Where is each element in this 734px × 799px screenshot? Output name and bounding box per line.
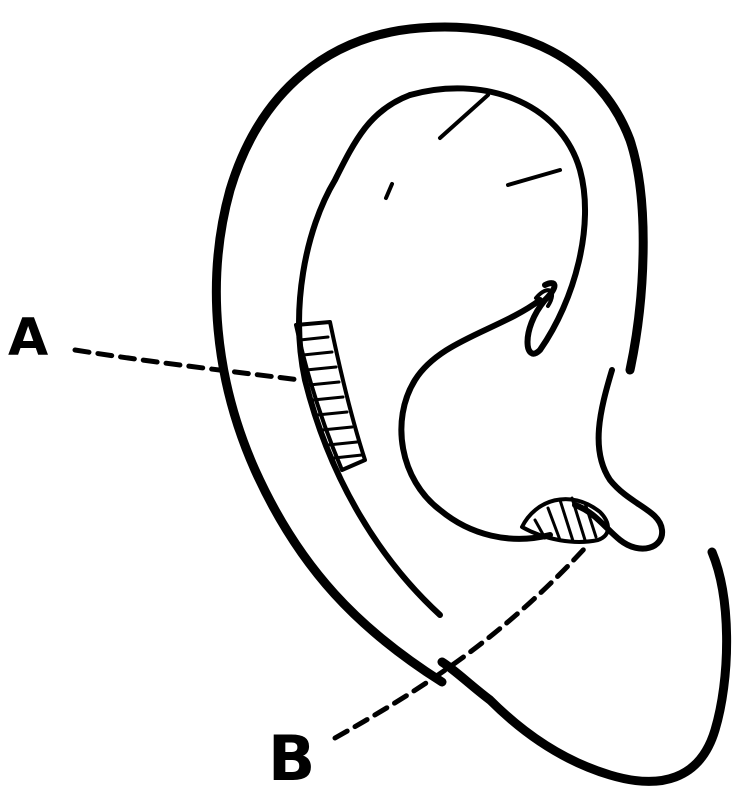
antihelix-outline [410, 88, 585, 353]
label-a: A [8, 312, 48, 364]
earlobe-outline [442, 552, 727, 781]
leader-line-b [335, 548, 585, 738]
fold-mark-2 [508, 170, 560, 185]
leader-line-a [75, 350, 300, 380]
fold-mark-1 [440, 95, 488, 138]
outer-helix-outline [216, 27, 643, 682]
antitragus-outline [575, 370, 662, 549]
label-b: B [268, 728, 315, 790]
inner-helix-fold [299, 95, 440, 615]
fold-mark-3 [386, 184, 392, 198]
